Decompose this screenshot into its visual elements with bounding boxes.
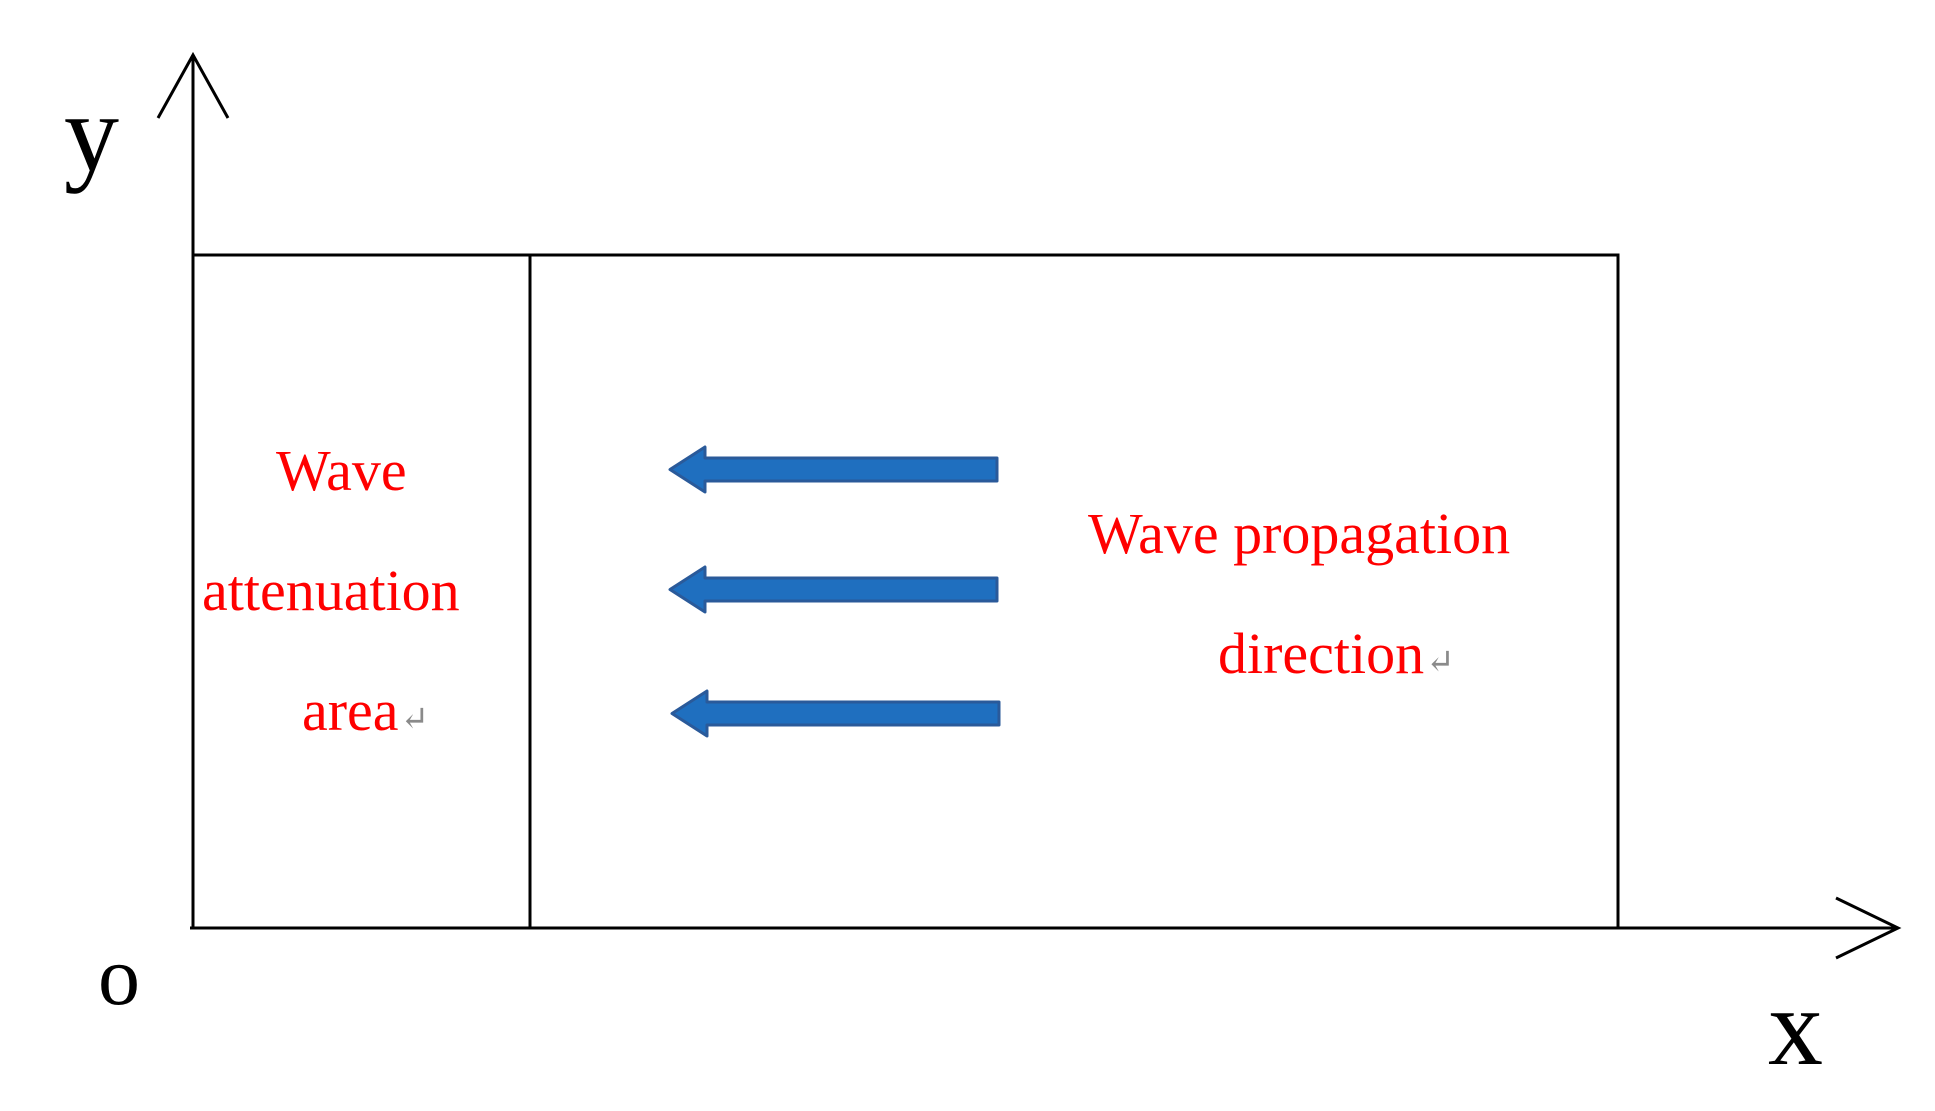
origin-label: o xyxy=(98,930,140,1023)
propagation-arrow-1 xyxy=(668,445,999,494)
propagation-label-text: direction xyxy=(1218,621,1425,686)
propagation-arrow-2 xyxy=(668,565,999,614)
paragraph-mark-icon: ↵ xyxy=(400,701,430,738)
propagation-arrow-3 xyxy=(670,689,1001,738)
x-axis-label: x xyxy=(1768,966,1823,1088)
y-axis-label: y xyxy=(64,72,119,194)
attenuation-label-line-1: Wave xyxy=(276,438,407,503)
propagation-label-line-1: Wave propagation xyxy=(1088,501,1511,566)
attenuation-label-line-3: area↵ xyxy=(302,682,429,740)
y-axis-arrowhead xyxy=(156,51,230,119)
propagation-label-line-2: direction↵ xyxy=(1218,625,1455,683)
attenuation-label-line-2: attenuation xyxy=(202,558,460,623)
paragraph-mark-icon: ↵ xyxy=(1426,644,1455,681)
x-axis-arrowhead xyxy=(1835,896,1902,960)
domain-boundary xyxy=(193,253,1620,928)
attenuation-label-text: area xyxy=(302,678,399,743)
